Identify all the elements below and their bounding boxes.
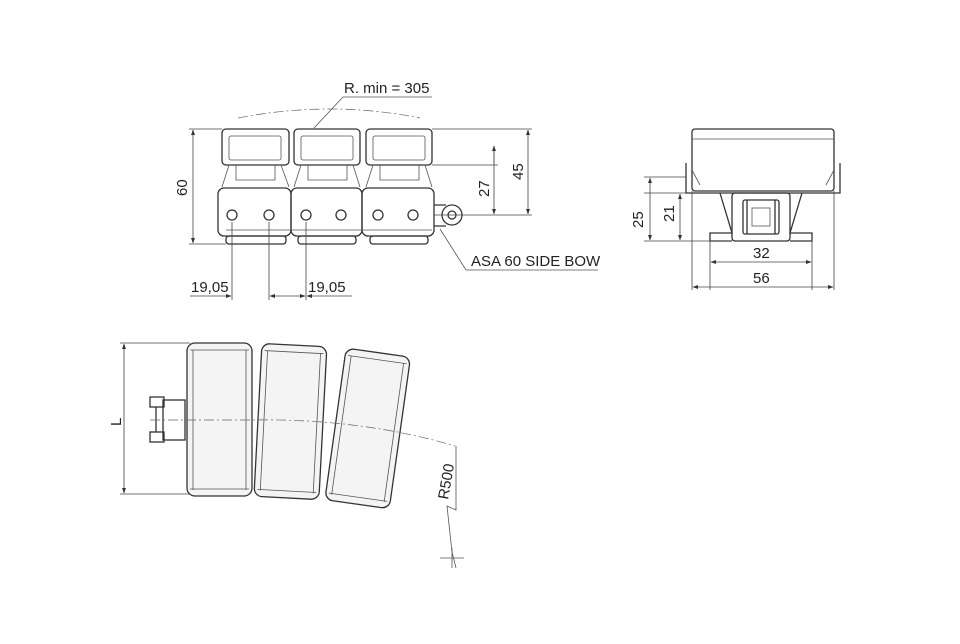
- min-radius-arc: [237, 108, 421, 119]
- chain-links: [217, 187, 435, 245]
- label-21: 21: [661, 205, 678, 222]
- label-L: L: [108, 418, 125, 426]
- side-link-block: [731, 192, 791, 242]
- label-pitch-left: 19,05: [191, 279, 229, 296]
- plan-plate-3: [325, 348, 411, 509]
- label-27: 27: [476, 180, 493, 197]
- plan-plate-1: [186, 342, 253, 497]
- label-56: 56: [753, 270, 770, 287]
- front-view: R. min = 305 60 45 27 19,05 19,05 ASA 60…: [174, 80, 601, 300]
- plan-end-attachment: [149, 396, 186, 443]
- chain-pins: [226, 209, 419, 221]
- label-pitch-right: 19,05: [308, 279, 346, 296]
- label-60: 60: [174, 179, 191, 196]
- plan-center-arc: [150, 419, 456, 447]
- label-25: 25: [630, 211, 647, 228]
- top-plates: [221, 128, 433, 166]
- plan-plate-2: [253, 343, 328, 500]
- side-bow-attachment: [434, 204, 463, 227]
- label-45: 45: [510, 163, 527, 180]
- side-bow-leader: [439, 228, 598, 271]
- label-side-bow: ASA 60 SIDE BOW: [471, 253, 601, 270]
- plan-view: L: [108, 342, 464, 569]
- side-view: 25 21 32 56: [630, 128, 841, 290]
- label-32: 32: [753, 245, 770, 262]
- radius-break-line: [446, 446, 457, 569]
- radius-leader: [313, 96, 432, 129]
- label-R500: R500: [435, 462, 458, 500]
- side-top-plate: [691, 128, 835, 192]
- label-radius-min: R. min = 305: [344, 80, 429, 97]
- link-wings: [221, 164, 433, 188]
